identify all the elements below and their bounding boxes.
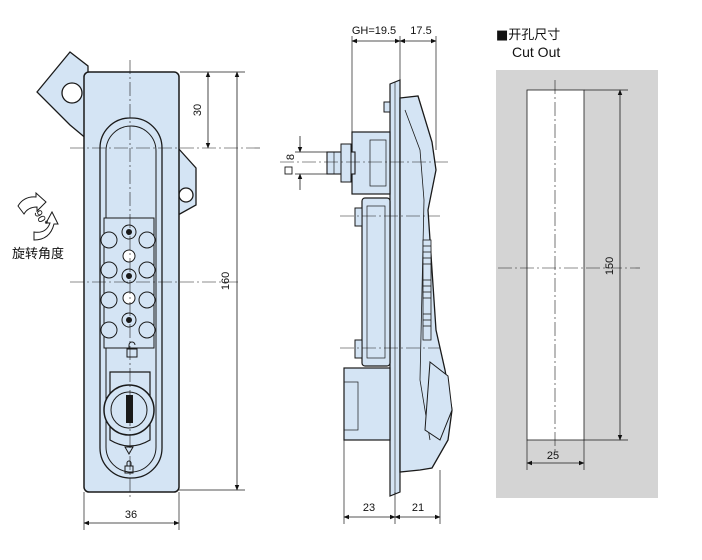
rotation-degree: 90° — [31, 208, 50, 228]
rear-housing — [361, 197, 391, 367]
lock-body — [343, 367, 391, 441]
tab-hole — [61, 82, 83, 104]
rotation-arrow-icon: 90° — [17, 191, 59, 241]
dim-bottom-left: 23 — [363, 502, 375, 514]
dim-shaft: 8 — [285, 154, 297, 160]
combination-dials — [100, 217, 156, 349]
grip-teeth — [422, 239, 432, 341]
dial-wheel — [100, 261, 118, 279]
rotation-label: 旋转角度 — [12, 246, 64, 262]
key-slot — [126, 395, 133, 423]
dim-gh: GH=19.5 — [352, 25, 396, 37]
dial-wheel — [100, 321, 118, 339]
dial-wheel — [138, 291, 156, 309]
dim-width: 36 — [125, 509, 137, 521]
dial-wheel — [138, 231, 156, 249]
side-view: GH=19.5 17.5 8 23 21 — [280, 25, 453, 524]
cutout-hole — [526, 89, 585, 441]
dim-cutout-width: 25 — [547, 450, 559, 462]
lever-profile — [424, 361, 453, 441]
front-view: 30 160 36 90° 旋转角度 — [12, 51, 260, 530]
cutout-title-en: Cut Out — [512, 44, 560, 60]
cam-block — [351, 131, 391, 195]
cutout-title-cn: ■开孔尺寸 — [496, 28, 560, 43]
square-symbol — [284, 166, 293, 175]
dim-cutout-height: 150 — [604, 257, 616, 275]
arrow-down-icon — [124, 446, 134, 456]
dim-depth-top: 17.5 — [410, 25, 431, 37]
small-lock-icon — [124, 460, 134, 474]
dial-hole — [122, 291, 136, 305]
dial-wheel — [138, 261, 156, 279]
dim-height: 160 — [220, 272, 232, 290]
key-cylinder — [103, 371, 155, 447]
right-ear — [177, 146, 197, 217]
dial-wheel — [138, 321, 156, 339]
cutout-view: ■开孔尺寸 Cut Out 150 25 — [496, 28, 658, 498]
padlock-icon — [126, 341, 138, 358]
dial-wheel — [100, 231, 118, 249]
ear-hole — [178, 187, 194, 203]
dim-top: 30 — [192, 104, 204, 116]
dial-wheel — [100, 291, 118, 309]
dim-bottom-right: 21 — [412, 502, 424, 514]
dial-hole — [122, 249, 136, 263]
